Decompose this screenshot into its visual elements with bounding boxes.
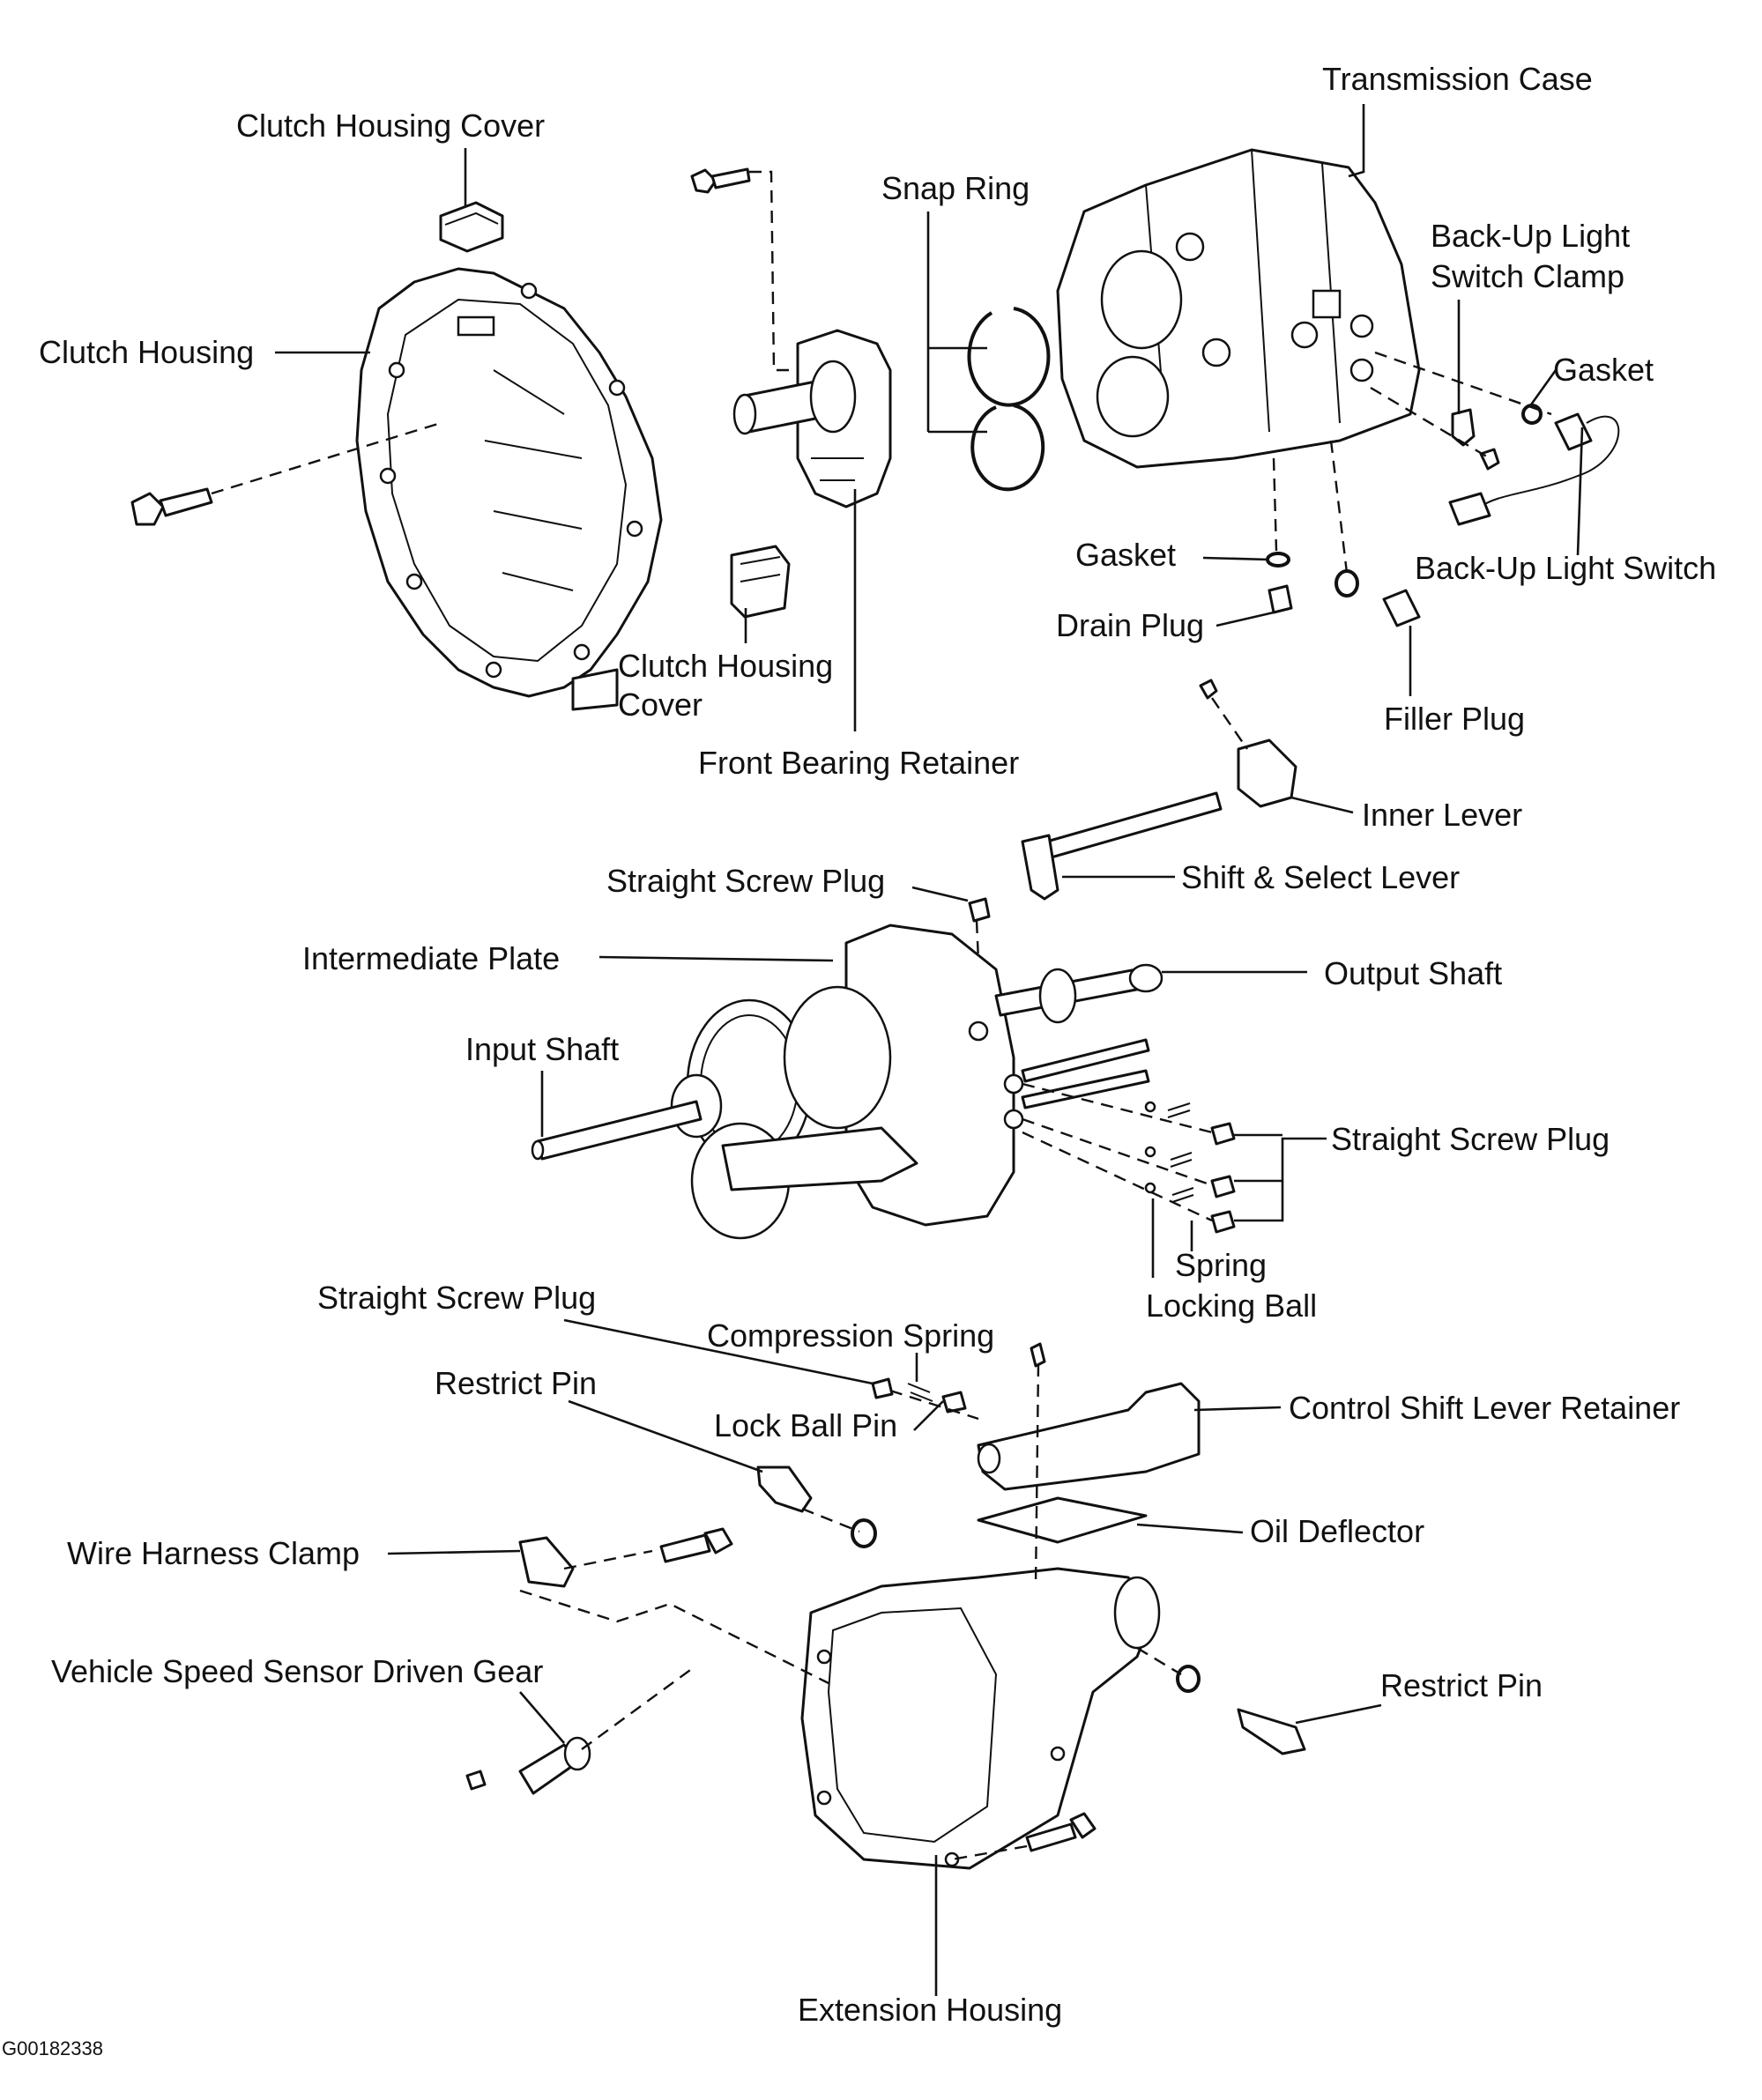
label-clutch-housing-cover-top: Clutch Housing Cover: [236, 108, 545, 144]
front-bearing-retainer-bolt: [690, 167, 751, 194]
label-clutch-housing-cover-mid-line2: Cover: [618, 686, 703, 723]
label-locking-ball: Locking Ball: [1146, 1287, 1317, 1324]
label-intermediate-plate: Intermediate Plate: [302, 940, 560, 976]
clutch-housing-part: [355, 267, 663, 711]
label-back-up-light-switch-clamp-line2: Switch Clamp: [1431, 258, 1624, 294]
label-extension-housing: Extension Housing: [798, 1992, 1062, 2028]
alignment-lines: [211, 170, 1552, 1861]
straight-screw-plug-top-part: [968, 897, 991, 923]
control-shift-lever-retainer-part: [977, 1342, 1201, 1491]
label-snap-ring: Snap Ring: [881, 170, 1030, 206]
label-control-shift-lever-retainer: Control Shift Lever Retainer: [1289, 1390, 1680, 1426]
straight-screw-plugs-right-part: [1144, 1101, 1236, 1234]
label-back-up-light-switch: Back-Up Light Switch: [1415, 550, 1716, 586]
label-straight-screw-plug-right: Straight Screw Plug: [1331, 1121, 1610, 1157]
lock-ball-pin-assembly-part: [871, 1377, 967, 1414]
label-oil-deflector: Oil Deflector: [1250, 1513, 1424, 1549]
extension-housing-bolt-part: [1025, 1812, 1097, 1852]
label-straight-screw-plug-top: Straight Screw Plug: [606, 863, 885, 899]
leader-lines: [275, 104, 1584, 1996]
part-labels: Transmission Case Clutch Housing Cover S…: [2, 61, 1716, 2059]
label-restrict-pin-left: Restrict Pin: [435, 1365, 597, 1401]
label-spring: Spring: [1175, 1247, 1267, 1283]
label-gasket-drain: Gasket: [1075, 537, 1176, 573]
label-inner-lever: Inner Lever: [1362, 797, 1522, 833]
output-shaft-part: [994, 963, 1164, 1024]
wire-harness-clamp-part: [518, 1527, 733, 1588]
filler-plug-part: [1335, 569, 1421, 627]
gear-assembly-part: [670, 985, 918, 1240]
front-bearing-retainer-part: [732, 329, 892, 508]
extension-housing-part: [800, 1567, 1161, 1870]
label-back-up-light-switch-clamp-line1: Back-Up Light: [1431, 218, 1630, 254]
clutch-housing-cover-top-part: [439, 201, 504, 253]
back-up-light-switch-part: [1448, 412, 1620, 526]
label-front-bearing-retainer: Front Bearing Retainer: [698, 745, 1019, 781]
label-gasket-right: Gasket: [1553, 352, 1654, 388]
label-filler-plug: Filler Plug: [1384, 701, 1525, 737]
label-wire-harness-clamp: Wire Harness Clamp: [67, 1535, 360, 1571]
drain-plug-part: [1268, 584, 1293, 614]
label-clutch-housing-cover-mid-line1: Clutch Housing: [618, 648, 833, 684]
label-straight-screw-plug-bottom: Straight Screw Plug: [317, 1280, 596, 1316]
figure-id: G00182338: [2, 2037, 103, 2059]
label-vehicle-speed-sensor-driven-gear: Vehicle Speed Sensor Driven Gear: [51, 1653, 543, 1689]
label-lock-ball-pin: Lock Ball Pin: [714, 1407, 897, 1443]
restrict-pin-right-part: [1237, 1708, 1306, 1755]
back-up-light-switch-clamp-part: [1451, 408, 1476, 447]
oil-deflector-part: [977, 1496, 1148, 1544]
label-shift-select-lever: Shift & Select Lever: [1181, 859, 1460, 895]
label-input-shaft: Input Shaft: [465, 1031, 619, 1067]
ring-washer-part: [851, 1518, 1201, 1693]
label-transmission-case: Transmission Case: [1322, 61, 1593, 97]
label-drain-plug: Drain Plug: [1056, 607, 1204, 643]
clutch-housing-bolt: [130, 487, 213, 526]
input-shaft-part: [531, 1100, 703, 1161]
clutch-housing-cover-mid-part: [730, 545, 791, 619]
inner-lever-part: [1199, 679, 1297, 808]
label-output-shaft: Output Shaft: [1324, 955, 1502, 991]
vehicle-speed-sensor-driven-gear-part: [465, 1736, 591, 1795]
snap-ring-parts: [967, 307, 1051, 492]
label-restrict-pin-right: Restrict Pin: [1380, 1667, 1543, 1703]
restrict-pin-left-part: [756, 1466, 813, 1513]
label-clutch-housing: Clutch Housing: [39, 334, 254, 370]
clamp-bolt-part: [1479, 448, 1500, 471]
shift-rods-part: [1021, 1038, 1150, 1109]
label-compression-spring: Compression Spring: [707, 1317, 994, 1354]
shift-select-lever-part: [1021, 791, 1223, 901]
drain-gasket-part: [1266, 552, 1290, 568]
transmission-case-part: [1056, 148, 1421, 469]
